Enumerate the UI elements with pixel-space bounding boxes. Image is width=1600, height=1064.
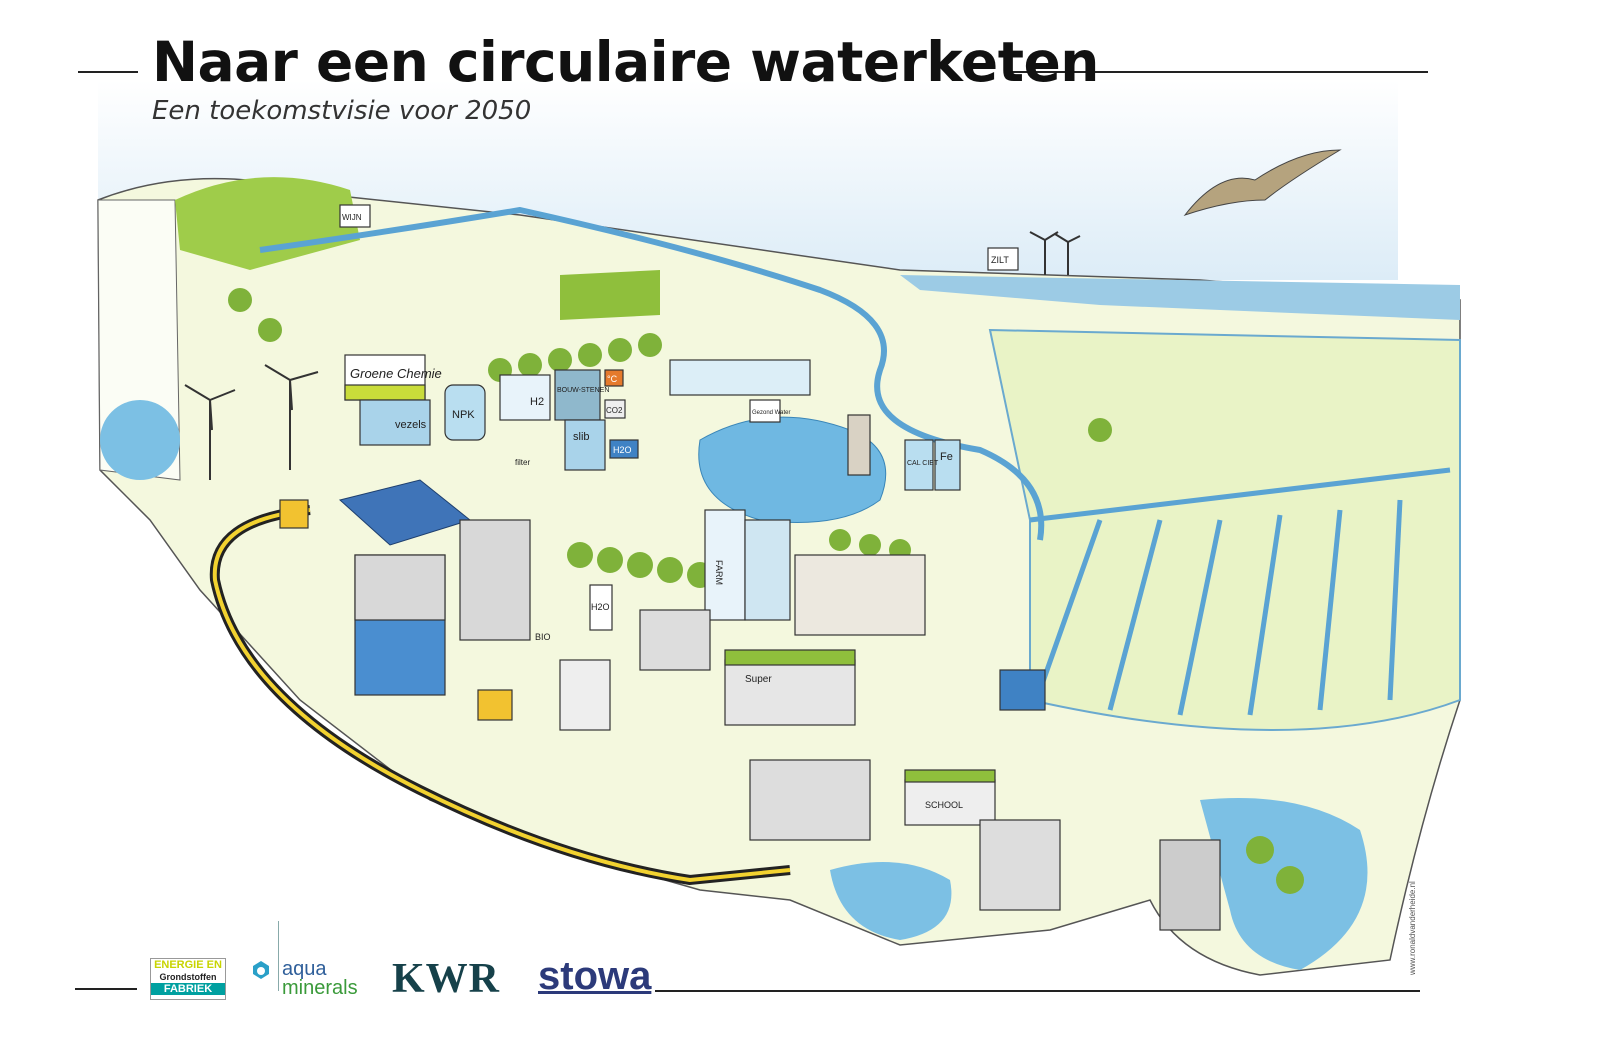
page-title: Naar een circulaire waterketen: [152, 30, 1099, 94]
greenhouses: [669, 359, 811, 396]
stowa-logo: stowa: [538, 954, 652, 998]
slib-building: [564, 419, 606, 471]
h2o-tower-small: [589, 584, 613, 631]
groundwater: [100, 400, 180, 480]
water-tower: [847, 414, 871, 476]
polder-ditches: [1029, 467, 1451, 716]
artist-credit: www.ronaldvanderheide.nl: [1408, 881, 1417, 975]
footer-rule-right: [655, 990, 1420, 992]
school: [904, 779, 996, 826]
label-calciet: CAL CIET: [907, 460, 939, 467]
river: [259, 206, 1045, 541]
h2-tanks: [499, 374, 551, 421]
logo-text: minerals: [282, 977, 358, 999]
church: [559, 659, 611, 731]
battery-box: [477, 689, 513, 721]
label-slib: slib: [573, 431, 590, 443]
field-upper-left: [175, 177, 360, 270]
label-filter: filter: [515, 458, 530, 467]
energie-grondstoffen-fabriek-logo: ENERGIE EN Grondstoffen FABRIEK: [150, 958, 226, 1000]
fe-silo: [934, 439, 961, 491]
label-gezond-water: Gezond Water: [752, 410, 790, 416]
vezels-building: [359, 399, 431, 446]
label-vezels: vezels: [395, 419, 427, 431]
lake: [698, 416, 887, 523]
h2o-pipe-label: [609, 439, 639, 459]
label-h2o-pipe: H2O: [613, 445, 632, 455]
calciet-silo: [904, 439, 934, 491]
npk-silo: [444, 384, 486, 441]
logo-text: Grondstoffen: [159, 972, 217, 982]
page-subtitle: Een toekomstvisie voor 2050: [152, 96, 532, 126]
footer-rule-left: [75, 988, 137, 990]
supermarket: [724, 659, 856, 726]
label-super: Super: [745, 674, 772, 685]
zilt-building: [987, 247, 1019, 271]
label-zilt: ZILT: [991, 255, 1009, 265]
label-farm: FARM: [714, 560, 724, 585]
label-school: SCHOOL: [925, 800, 963, 810]
label-wijn: WIJN: [342, 213, 362, 222]
bouwstenen-building: [554, 369, 601, 421]
field-vineyard: [560, 270, 660, 320]
recycle-billboard: [999, 669, 1046, 711]
kwr-logo: KWR: [392, 956, 500, 1002]
label-heat: °C: [607, 374, 618, 384]
logo-text: FABRIEK: [151, 983, 225, 995]
label-h2o-tower: H2O: [591, 602, 610, 612]
hexagon-drop-icon: [253, 961, 269, 979]
label-h2: H2: [530, 396, 544, 408]
wijn-building: [339, 204, 371, 228]
bird: [1183, 149, 1342, 216]
hospital: [794, 554, 926, 636]
logo-text: ENERGIE EN: [154, 959, 222, 971]
co2-label: [604, 399, 626, 419]
pond-left: [830, 862, 952, 940]
farm-tower: [704, 509, 746, 621]
label-groene-chemie: Groene Chemie: [350, 366, 442, 381]
title-rule-left: [78, 71, 138, 73]
sea: [900, 275, 1460, 320]
logo-text: aqua: [282, 958, 327, 980]
heat-label: [604, 369, 624, 387]
title-rule-right: [1008, 71, 1428, 73]
wind-turbines: [184, 231, 1081, 480]
label-npk: NPK: [452, 409, 475, 421]
label-bouwstenen: BOUW-STENEN: [557, 387, 609, 394]
gezond-water-sign: [749, 399, 781, 423]
label-fe: Fe: [940, 451, 953, 463]
trees: [228, 288, 1304, 894]
label-bio: BIO: [535, 632, 551, 642]
buildings: [279, 204, 1221, 931]
battery-box: [279, 499, 309, 529]
label-co2: CO2: [606, 406, 623, 415]
